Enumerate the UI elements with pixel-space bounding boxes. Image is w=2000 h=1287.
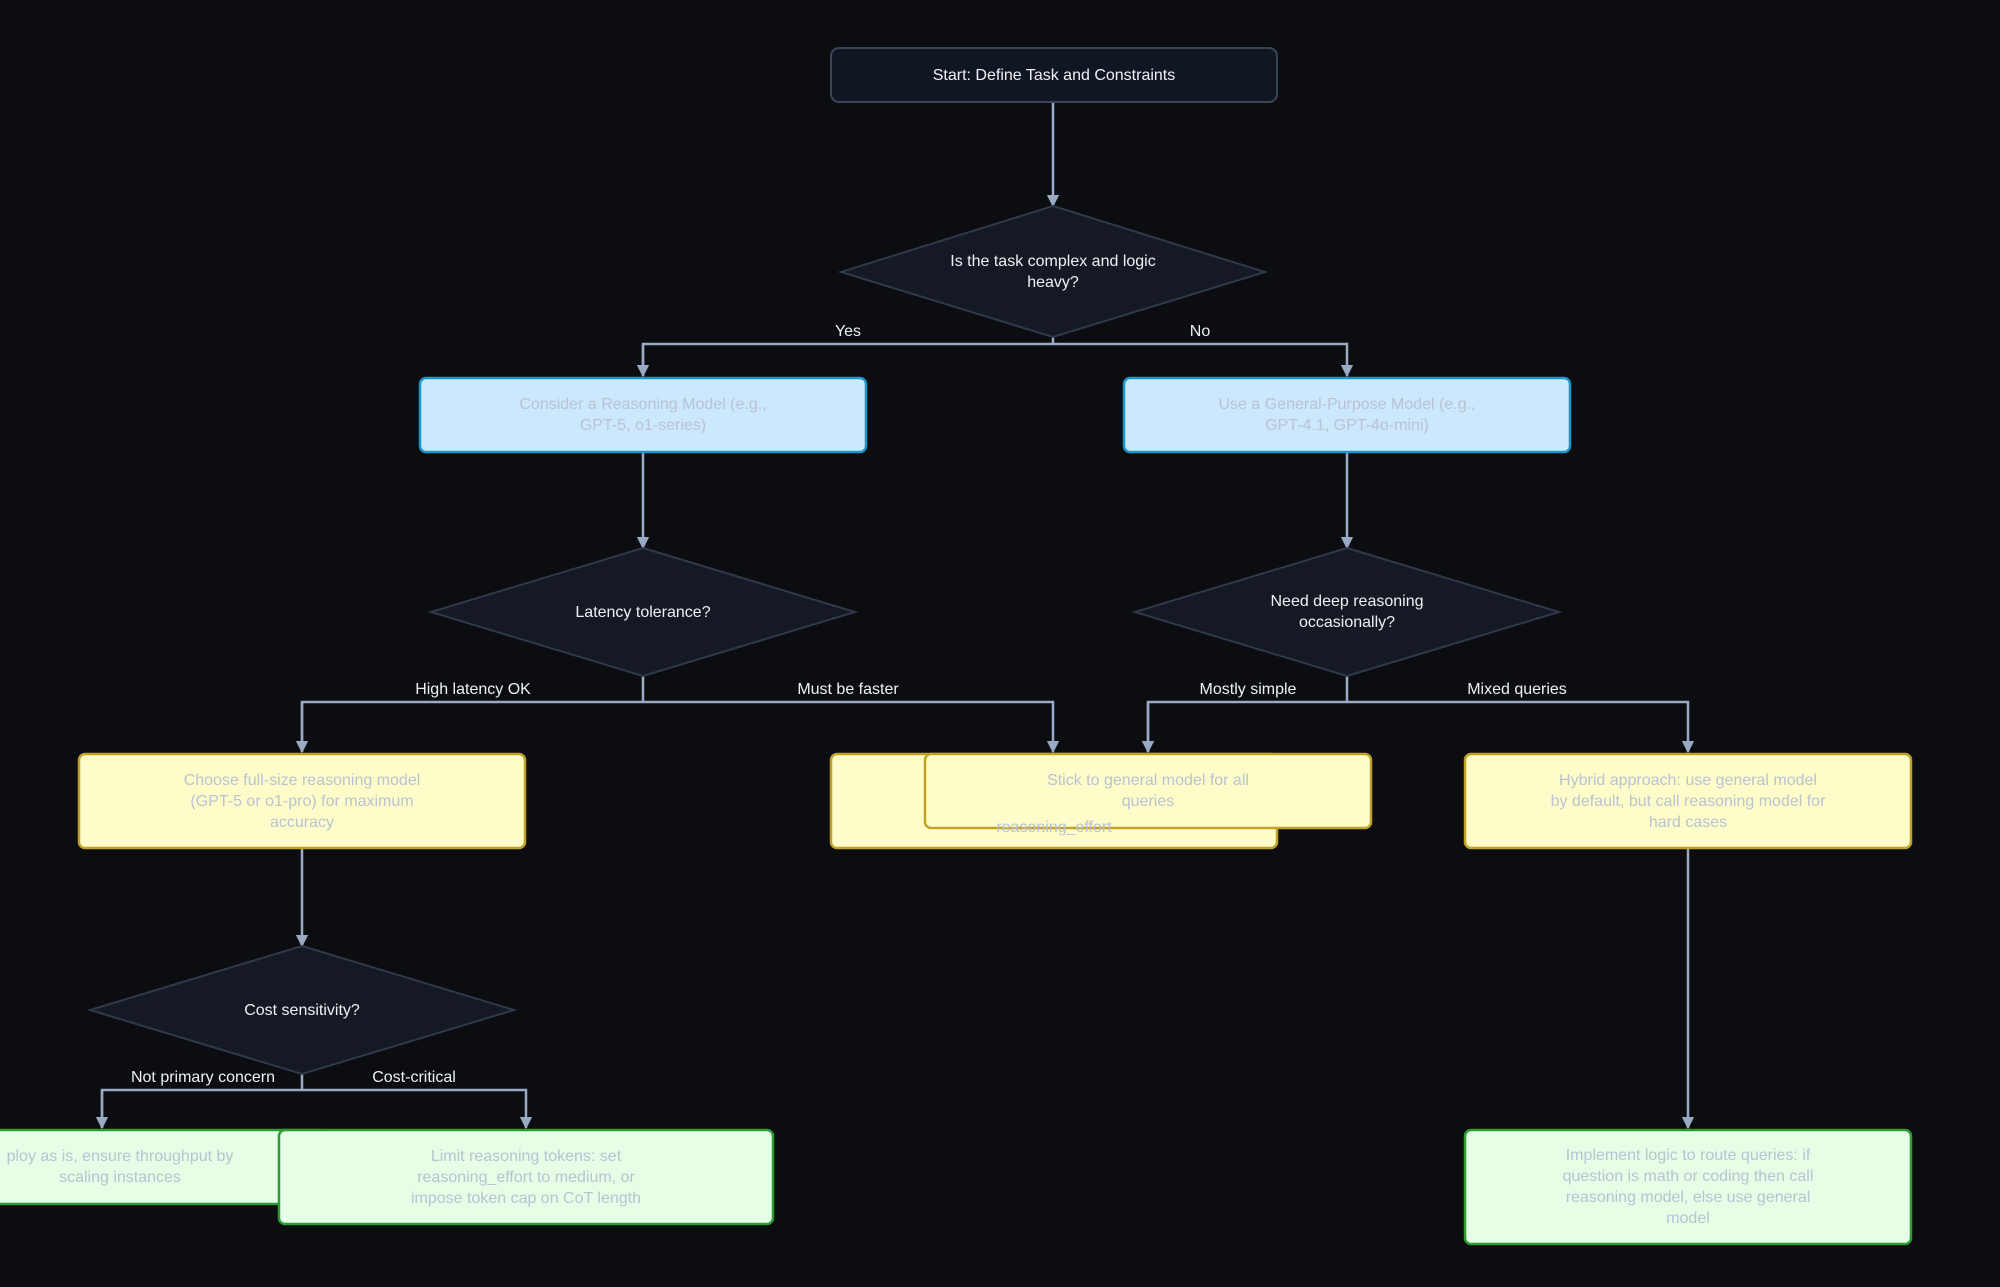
edge-label-cost-critical: Cost-critical bbox=[372, 1069, 456, 1086]
decision-latency-shape bbox=[427, 546, 859, 678]
edge-complex-branch bbox=[641, 337, 1347, 376]
general-model-node: Use a General-Purpose Model (e.g., GPT-4… bbox=[1218, 396, 1476, 434]
decision-latency: Latency tolerance? bbox=[575, 603, 711, 621]
edge-label-not-primary: Not primary concern bbox=[130, 1069, 276, 1086]
edge-label-high-latency: High latency OK bbox=[415, 681, 531, 698]
edge-label-yes: Yes bbox=[834, 323, 862, 340]
limit-tokens-shape bbox=[277, 1128, 775, 1226]
start-node-shape bbox=[830, 47, 1278, 103]
decision-deep: Need deep reasoning occasionally? bbox=[1270, 593, 1424, 631]
hybrid-node: Hybrid approach: use general model by de… bbox=[1550, 771, 1826, 831]
reasoning-model-node: Consider a Reasoning Model (e.g., GPT-5,… bbox=[519, 396, 767, 434]
general-model-shape bbox=[1122, 376, 1572, 454]
faster-hidden-node: reasoning_effort bbox=[996, 818, 1112, 836]
edge-label-must-faster: Must be faster bbox=[797, 681, 899, 698]
decision-cost-shape bbox=[86, 944, 518, 1076]
full-size-node: Choose full-size reasoning model (GPT-5 … bbox=[183, 771, 421, 831]
decision-cost: Cost sensitivity? bbox=[244, 1001, 360, 1019]
route-logic-node: Implement logic to route queries: if que… bbox=[1562, 1147, 1814, 1227]
decision-complex: Is the task complex and logic heavy? bbox=[950, 253, 1156, 291]
decision-deep-shape bbox=[1131, 546, 1563, 678]
full-size-shape bbox=[77, 752, 527, 850]
connectors bbox=[95, 102, 1688, 1128]
edge-label-no: No bbox=[1189, 323, 1211, 340]
limit-tokens-node: Limit reasoning tokens: set reasoning_ef… bbox=[410, 1147, 642, 1207]
start-node: Start: Define Task and Constraints bbox=[932, 66, 1176, 84]
stick-general-node: Stick to general model for all queries bbox=[1047, 772, 1249, 810]
edge-label-mostly-simple: Mostly simple bbox=[1199, 681, 1297, 698]
route-logic-shape bbox=[1463, 1128, 1913, 1246]
stick-general-shape bbox=[923, 752, 1373, 830]
decision-complex-shape bbox=[837, 204, 1269, 339]
hybrid-shape bbox=[1463, 752, 1913, 850]
reasoning-model-shape bbox=[418, 376, 868, 454]
deploy-node: ploy as is, ensure throughput by scaling… bbox=[6, 1148, 234, 1186]
edge-label-mixed: Mixed queries bbox=[1467, 681, 1567, 698]
